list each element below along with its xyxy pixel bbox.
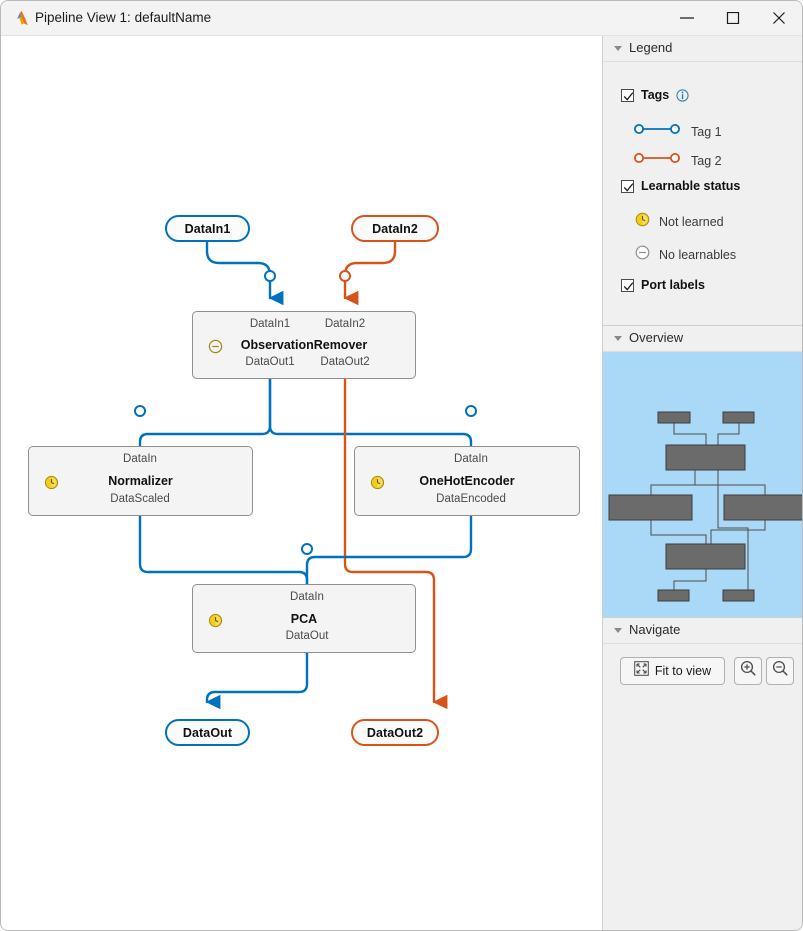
- zoom-in-button[interactable]: [734, 657, 762, 685]
- legend-port-labels-checkbox-row[interactable]: Port labels: [621, 278, 705, 292]
- tags-checkbox[interactable]: [621, 88, 634, 102]
- overview-section-header[interactable]: Overview: [603, 326, 802, 352]
- inport-label: DataIn: [454, 453, 488, 465]
- overview-block: [723, 494, 802, 521]
- window-title: Pipeline View 1: defaultName: [35, 10, 212, 25]
- block-title: Normalizer: [108, 474, 173, 488]
- legend-section-header[interactable]: Legend: [603, 36, 802, 62]
- port-connector[interactable]: [134, 405, 146, 417]
- navigate-body: Fit to view: [603, 644, 802, 724]
- zoom-in-icon: [740, 660, 757, 682]
- inport-label: DataIn2: [324, 318, 366, 330]
- legend-not-learned-item: Not learned: [635, 212, 724, 232]
- port-labels-label: Port labels: [641, 278, 705, 292]
- close-icon[interactable]: [756, 1, 802, 35]
- inport-label: DataIn: [290, 591, 324, 603]
- legend-tags-checkbox-row[interactable]: Tags: [621, 88, 689, 102]
- pipeline-io-node-out2[interactable]: DataOut2: [351, 719, 439, 746]
- fit-to-view-button[interactable]: Fit to view: [620, 657, 725, 685]
- maximize-icon[interactable]: [710, 1, 756, 35]
- pipeline-block-onehot[interactable]: OneHotEncoder: [354, 446, 580, 516]
- block-title: OneHotEncoder: [419, 474, 515, 488]
- legend-body: Tags Tag 1: [603, 62, 802, 326]
- title-bar: Pipeline View 1: defaultName: [1, 1, 802, 36]
- overview-section-title: Overview: [629, 330, 684, 345]
- chevron-down-icon[interactable]: [614, 628, 622, 633]
- overview-minimap: [608, 411, 802, 602]
- overview-block: [608, 494, 693, 521]
- navigate-section-header[interactable]: Navigate: [603, 618, 802, 644]
- port-connector[interactable]: [264, 270, 276, 282]
- port-connector[interactable]: [465, 405, 477, 417]
- fit-to-view-icon: [634, 661, 649, 681]
- overview-block: [722, 589, 755, 602]
- chevron-down-icon[interactable]: [614, 336, 622, 341]
- legend-tag-item: Tag 1: [633, 122, 722, 141]
- tag-label: Tag 1: [691, 124, 722, 139]
- outport-label: DataOut2: [320, 356, 370, 368]
- outport-label: DataOut: [285, 630, 329, 642]
- block-title: PCA: [290, 611, 318, 626]
- legend-learnable-status-checkbox-row[interactable]: Learnable status: [621, 179, 740, 193]
- no-learnables-label: No learnables: [659, 248, 737, 262]
- zoom-out-button[interactable]: [766, 657, 794, 685]
- legend-no-learnables-item: No learnables: [635, 245, 736, 265]
- fit-to-view-label: Fit to view: [654, 664, 712, 678]
- outport-label: DataOut1: [245, 356, 295, 368]
- block-title: ObservationRemover: [240, 338, 368, 352]
- inport-label: DataIn: [123, 453, 157, 465]
- minus-circle-icon: [208, 339, 223, 354]
- outport-label: DataScaled: [110, 493, 170, 505]
- navigate-section-title: Navigate: [629, 622, 681, 637]
- port-connector[interactable]: [339, 270, 351, 282]
- side-panel: Legend Tags: [602, 36, 802, 930]
- clock-icon: [635, 212, 650, 232]
- pipeline-block-pca[interactable]: PCA: [192, 584, 416, 653]
- zoom-out-icon: [772, 660, 789, 682]
- chevron-down-icon[interactable]: [614, 46, 622, 51]
- inport-label: DataIn1: [249, 318, 291, 330]
- learnable-status-label: Learnable status: [641, 179, 741, 193]
- minus-circle-icon: [635, 245, 650, 265]
- overview-thumbnail[interactable]: [603, 352, 802, 618]
- info-icon[interactable]: [676, 88, 689, 102]
- pipeline-block-normalizer[interactable]: Normalizer: [28, 446, 253, 516]
- matlab-logo-icon: [11, 10, 29, 27]
- pipeline-io-node-in2[interactable]: DataIn2: [351, 215, 439, 242]
- clock-icon: [44, 475, 59, 490]
- overview-block: [722, 411, 755, 424]
- overview-block: [665, 444, 746, 471]
- legend-section-title: Legend: [629, 40, 673, 55]
- port-connector[interactable]: [301, 543, 313, 555]
- clock-icon: [208, 613, 223, 628]
- not-learned-label: Not learned: [659, 215, 724, 229]
- overview-block: [665, 543, 746, 570]
- tag-line-icon: [633, 151, 681, 170]
- pipeline-io-node-in1[interactable]: DataIn1: [165, 215, 250, 242]
- minimize-icon[interactable]: [664, 1, 710, 35]
- tag-label: Tag 2: [691, 153, 722, 168]
- pipeline-block-obsrem[interactable]: ObservationRemover: [192, 311, 416, 379]
- overview-block: [657, 411, 691, 424]
- clock-icon: [370, 475, 385, 490]
- tags-label: Tags: [641, 88, 670, 102]
- tag-line-icon: [633, 122, 681, 141]
- pipeline-io-node-out1[interactable]: DataOut: [165, 719, 250, 746]
- overview-block: [657, 589, 690, 602]
- outport-label: DataEncoded: [436, 493, 506, 505]
- legend-tag-item: Tag 2: [633, 151, 722, 170]
- learnable-status-checkbox[interactable]: [621, 179, 634, 193]
- port-labels-checkbox[interactable]: [621, 278, 634, 292]
